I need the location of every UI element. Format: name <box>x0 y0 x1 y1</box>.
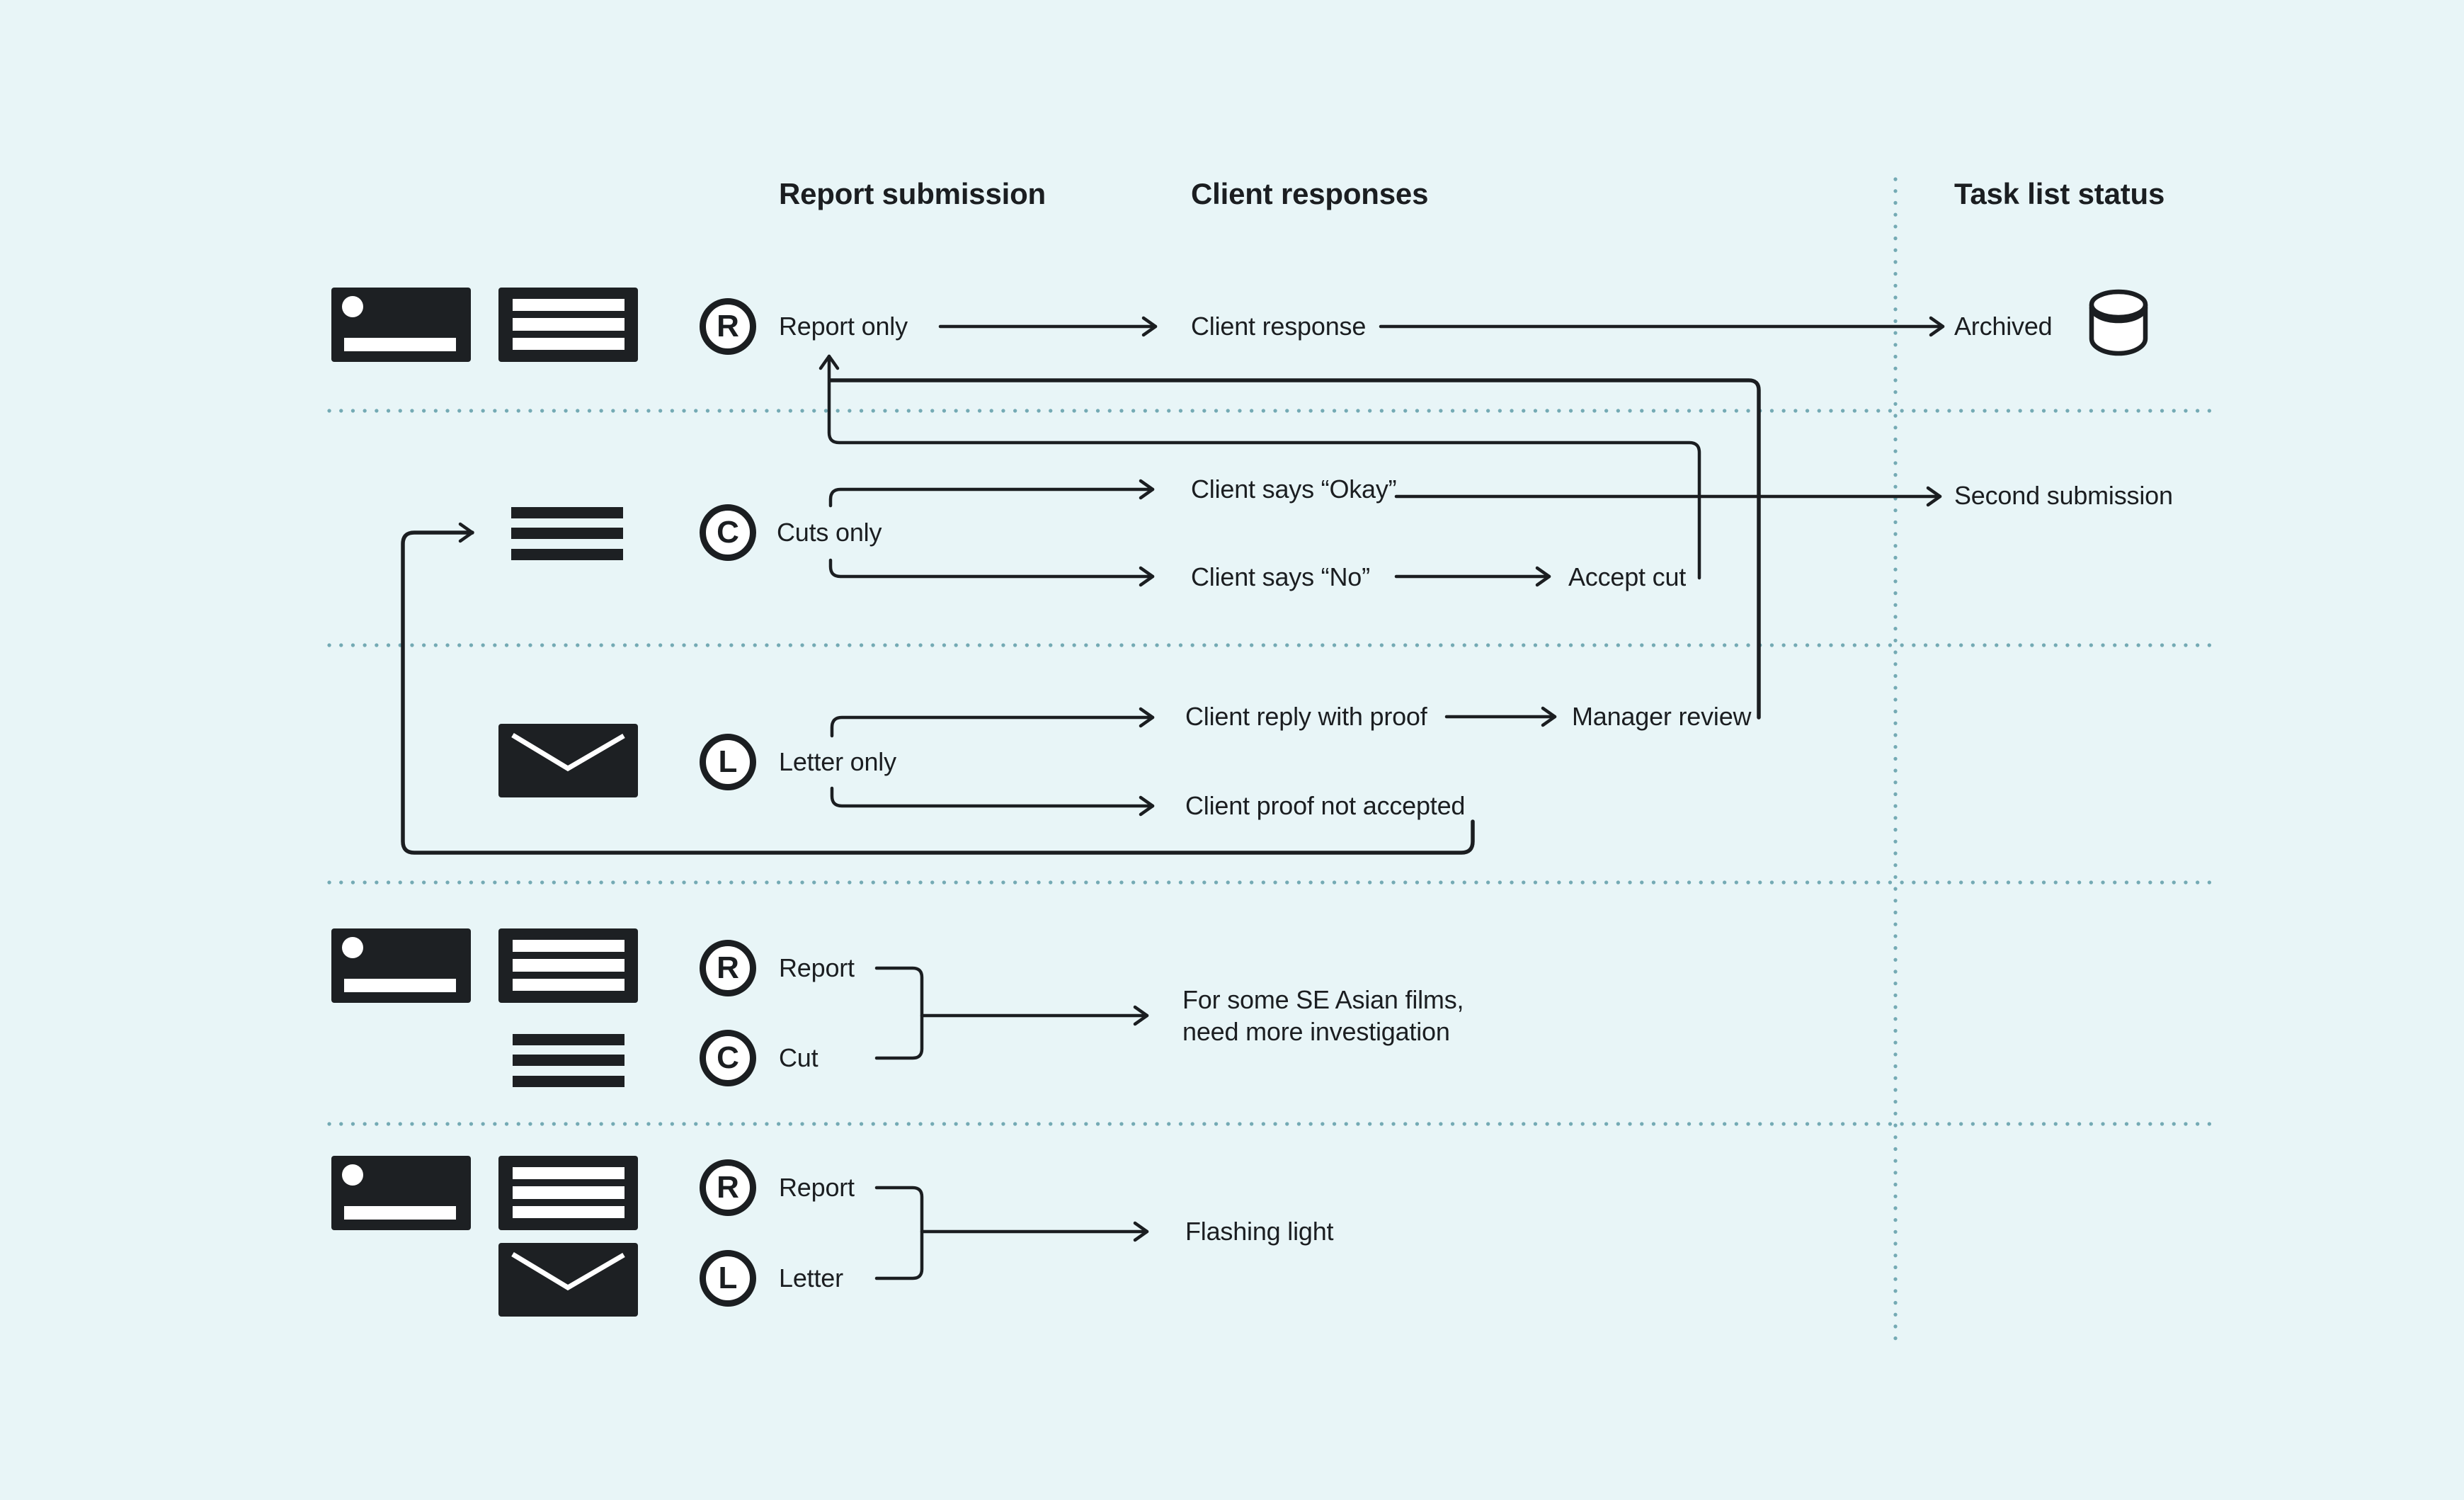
loop-accept-cut-to-report <box>819 354 1701 580</box>
report-card-icon <box>331 1156 471 1230</box>
label-letter-only: Letter only <box>779 747 896 776</box>
arrow-cuts-only-to-okay <box>828 479 1155 508</box>
badge-letter: L <box>700 734 756 790</box>
label-archived: Archived <box>1954 312 2053 341</box>
report-card-icon <box>331 288 471 362</box>
label-accept-cut: Accept cut <box>1568 562 1687 591</box>
label-client-says-okay: Client says “Okay” <box>1191 475 1397 504</box>
badge-report: R <box>700 940 756 996</box>
cut-bars-icon <box>511 507 623 560</box>
report-list-icon <box>498 1156 638 1230</box>
label-se-asian-result: For some SE Asian films, need more inves… <box>1182 984 1464 1047</box>
report-card-icon <box>331 928 471 1003</box>
envelope-icon <box>498 1243 638 1317</box>
badge-cut: C <box>700 1030 756 1086</box>
badge-report: R <box>700 1159 756 1216</box>
label-cut: Cut <box>779 1043 819 1072</box>
column-header-client-responses: Client responses <box>1191 177 1429 210</box>
label-report: Report <box>779 953 855 982</box>
label-cuts-only: Cuts only <box>777 518 882 547</box>
report-list-icon <box>498 928 638 1003</box>
bracket-report-cut <box>874 966 924 1060</box>
label-report: Report <box>779 1173 855 1202</box>
label-manager-review: Manager review <box>1572 702 1752 731</box>
report-list-icon <box>498 288 638 362</box>
label-client-says-no: Client says “No” <box>1191 562 1370 591</box>
label-client-proof-not-accepted: Client proof not accepted <box>1185 791 1466 820</box>
label-letter: Letter <box>779 1263 843 1292</box>
arrow-cuts-only-to-no <box>828 558 1155 587</box>
column-header-report-submission: Report submission <box>779 177 1046 210</box>
arrow-letter-only-to-rejected <box>830 786 1155 817</box>
badge-report: R <box>700 298 756 355</box>
cut-bars-icon <box>513 1034 624 1087</box>
arrow-letter-only-to-proof <box>830 707 1155 738</box>
badge-letter: L <box>700 1250 756 1307</box>
loop-rejected-to-cuts <box>401 522 1475 855</box>
database-icon <box>2086 289 2151 356</box>
label-flashing-light: Flashing light <box>1185 1217 1334 1246</box>
label-se-asian-result-line1: For some SE Asian films, <box>1182 985 1464 1014</box>
column-header-task-list-status: Task list status <box>1954 177 2165 210</box>
label-report-only: Report only <box>779 312 908 341</box>
label-second-submission: Second submission <box>1954 481 2173 510</box>
label-client-response: Client response <box>1191 312 1367 341</box>
loop-manager-review-to-report <box>828 378 1761 720</box>
label-client-reply-with-proof: Client reply with proof <box>1185 702 1427 731</box>
envelope-icon <box>498 724 638 797</box>
label-se-asian-result-line2: need more investigation <box>1182 1017 1450 1046</box>
badge-cut: C <box>700 504 756 561</box>
bracket-report-letter <box>874 1186 924 1280</box>
